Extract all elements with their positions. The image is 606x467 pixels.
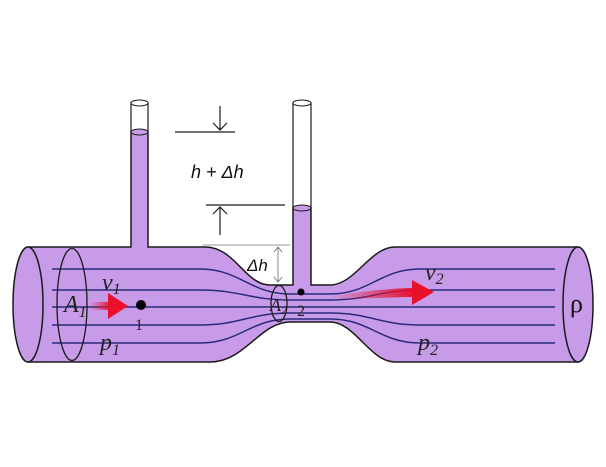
pipe-body — [27, 131, 579, 363]
density-label: ρ — [570, 289, 583, 318]
right-tube-top — [292, 99, 312, 107]
height-total-label: h + Δh — [191, 162, 244, 182]
right-tube-empty — [292, 102, 312, 209]
velocity-arrow-2 — [330, 280, 434, 305]
streamlines — [52, 268, 555, 344]
point-1-marker — [136, 300, 146, 310]
streamline — [52, 312, 555, 326]
area-2-label: A2 — [269, 295, 287, 317]
pipe-right-end — [562, 246, 594, 363]
left-fluid-level — [130, 128, 149, 136]
left-tube-empty — [130, 102, 149, 133]
pressure-2-label: p2 — [416, 330, 438, 359]
height-delta-label: Δh — [246, 256, 268, 275]
pipe-left-end — [12, 246, 44, 363]
cross-section-a2 — [270, 284, 288, 323]
velocity-2-label: v2 — [425, 260, 444, 288]
right-fluid-level — [292, 204, 312, 212]
left-tube-top — [130, 99, 149, 107]
cross-section-a1 — [56, 247, 88, 362]
velocity-arrow-1 — [90, 293, 128, 319]
point-2-label: 2 — [297, 303, 305, 320]
area-1-label: A1 — [62, 292, 87, 321]
point-1-label: 1 — [135, 317, 143, 334]
velocity-1-label: v1 — [102, 270, 121, 298]
height-markers — [175, 106, 290, 283]
streamline — [52, 268, 555, 295]
streamline — [52, 318, 555, 344]
pressure-1-label: p1 — [98, 330, 120, 359]
point-2-marker — [297, 288, 305, 296]
